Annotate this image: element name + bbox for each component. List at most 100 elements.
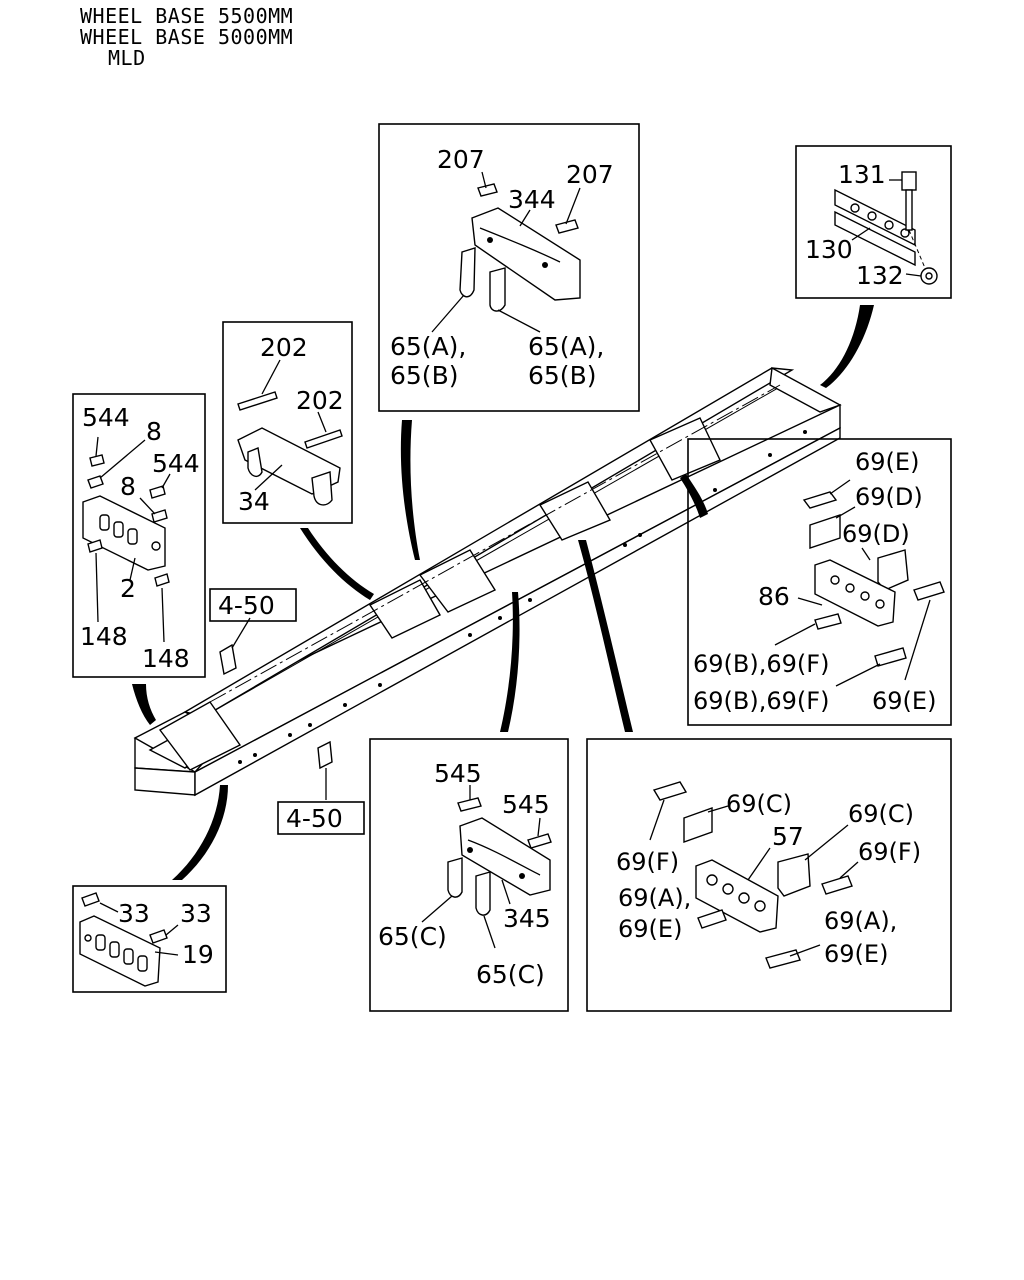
callout-207-left: 207	[437, 145, 485, 174]
chassis-frame	[133, 366, 842, 797]
part-344-crossmember	[471, 207, 581, 301]
callout-8-left: 8	[146, 417, 162, 446]
part-148-plate-right	[154, 573, 170, 587]
callout-65c-left: 65(C)	[378, 922, 447, 951]
callout-207-right: 207	[566, 160, 614, 189]
callout-34: 34	[238, 487, 270, 516]
callout-33-right: 33	[180, 899, 212, 928]
part-65c-bracket-right	[475, 871, 491, 916]
callout-2: 2	[120, 574, 136, 603]
ref-box-4-50-upper	[209, 588, 297, 622]
callout-544-right: 544	[152, 449, 200, 478]
callout-65c-bottom: 65(C)	[476, 960, 545, 989]
callout-69ae-a-line1: 69(A),	[618, 884, 691, 912]
part-33-plate-right	[149, 929, 168, 944]
callout-69c-right: 69(C)	[848, 800, 914, 828]
part-207-plate-right	[555, 219, 579, 234]
callout-69e-top: 69(E)	[855, 448, 919, 476]
detail-box-344	[378, 123, 640, 412]
part-202-plate-top	[237, 391, 278, 411]
ref-4-50-upper: 4-50	[218, 591, 275, 620]
callout-148-right: 148	[142, 644, 190, 673]
part-57-crossmember	[695, 859, 779, 933]
part-131-bolt	[901, 171, 917, 231]
part-202-plate-right	[304, 429, 343, 449]
header-line-2: WHEEL BASE 5000MM	[80, 25, 294, 49]
part-2-crossmember	[82, 495, 166, 571]
part-69e-plate-right	[913, 581, 945, 601]
part-65c-bracket-left	[447, 857, 463, 898]
detail-box-34	[222, 321, 353, 524]
part-65ab-bracket-left	[459, 247, 476, 298]
callout-202-top: 202	[260, 333, 308, 362]
part-69ae-plate-a	[697, 909, 727, 929]
part-86-crossmember	[814, 559, 896, 627]
callout-8-right: 8	[120, 472, 136, 501]
bracket-4-50-lower	[317, 740, 333, 800]
part-19-crossmember	[79, 915, 161, 987]
callout-544-left: 544	[82, 403, 130, 432]
callout-69d-a: 69(D)	[855, 483, 923, 511]
header-line-3: MLD	[108, 46, 146, 70]
callout-69e-bottom: 69(E)	[872, 687, 936, 715]
part-69f-plate-right	[821, 875, 853, 895]
detail-box-86	[687, 438, 952, 726]
callout-69ae-b-line1: 69(A),	[824, 907, 897, 935]
part-345-crossmember	[459, 817, 551, 896]
part-69e-plate-top	[802, 491, 838, 509]
detail-box-19	[72, 885, 227, 993]
callout-65ab-left-line2: 65(B)	[390, 361, 458, 390]
callout-65ab-left-line1: 65(A),	[390, 332, 466, 361]
callout-545-right: 545	[502, 790, 550, 819]
header-line-1: WHEEL BASE 5500MM	[80, 4, 294, 28]
callout-33-left: 33	[118, 899, 150, 928]
callout-69bf-a: 69(B),69(F)	[693, 650, 829, 678]
part-69f-plate-top	[652, 781, 688, 801]
detail-box-345	[369, 738, 569, 1012]
callout-69c-top: 69(C)	[726, 790, 792, 818]
callout-69d-b: 69(D)	[842, 520, 910, 548]
part-69bf-plate-b	[874, 647, 907, 667]
rail-holes	[238, 430, 807, 764]
callout-345: 345	[503, 904, 551, 933]
callout-19: 19	[182, 940, 214, 969]
callout-344: 344	[508, 185, 556, 214]
part-69c-plate-a	[683, 807, 713, 843]
callout-545-top: 545	[434, 759, 482, 788]
callout-86: 86	[758, 582, 790, 611]
callout-65ab-right-line1: 65(A),	[528, 332, 604, 361]
part-65ab-bracket-right	[489, 267, 506, 312]
bracket-4-50-upper	[219, 617, 251, 676]
leader-swooshes	[132, 305, 874, 880]
callout-148-left: 148	[80, 622, 128, 651]
part-130-crossmember	[834, 188, 916, 267]
part-545-plate-right	[527, 833, 552, 849]
callout-65ab-right-line2: 65(B)	[528, 361, 596, 390]
part-8-plate-left	[87, 475, 104, 489]
part-69bf-plate-a	[814, 613, 842, 630]
callout-202-right: 202	[296, 386, 344, 415]
part-148-plate-left	[87, 539, 103, 553]
detail-box-130	[795, 145, 952, 299]
part-8-plate-right	[151, 509, 168, 523]
callout-131: 131	[838, 160, 886, 189]
callout-69bf-b: 69(B),69(F)	[693, 687, 829, 715]
callout-69ae-a-line2: 69(E)	[618, 915, 682, 943]
ref-4-50-lower: 4-50	[286, 804, 343, 833]
part-34-crossmember	[237, 427, 341, 506]
part-207-plate-left	[477, 183, 498, 197]
part-69ae-plate-b	[765, 949, 801, 969]
part-545-plate-top	[457, 797, 482, 812]
part-544-plate-left	[89, 454, 105, 467]
callout-69f-right: 69(F)	[858, 838, 921, 866]
callout-69ae-b-line2: 69(E)	[824, 940, 888, 968]
callout-132: 132	[856, 261, 904, 290]
part-33-plate-left	[81, 892, 100, 907]
callout-57: 57	[772, 822, 804, 851]
detail-box-57	[586, 738, 952, 1012]
callout-69f-left: 69(F)	[616, 848, 679, 876]
part-69d-plate-b	[877, 549, 909, 591]
callout-130: 130	[805, 235, 853, 264]
